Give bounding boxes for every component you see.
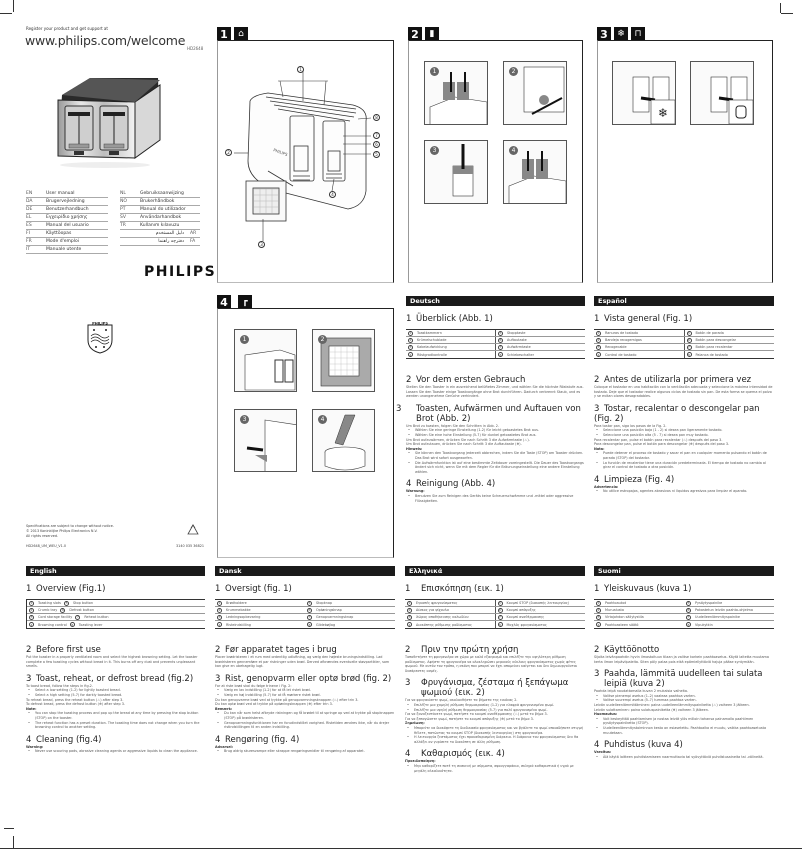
figure-2-step-4: 4	[503, 140, 567, 204]
language-it[interactable]: Manuale utente	[46, 247, 82, 252]
language-fi[interactable]: Käyttöopas	[46, 231, 72, 236]
recycle-icon	[186, 523, 200, 537]
section-header-deutsch: Deutsch	[406, 296, 585, 306]
section-header-english: English	[26, 566, 205, 576]
part-number: 3140 035 36821	[176, 544, 205, 548]
philips-logo-wordmark: PHILIPS	[144, 264, 217, 280]
figure-number: 1	[217, 27, 231, 41]
svg-text:PHILIPS: PHILIPS	[92, 322, 108, 326]
language-no[interactable]: Brukerhåndbok	[140, 199, 175, 204]
document-code: HD2648_UM_WEU_V1.0	[26, 544, 66, 548]
crop-mark	[13, 836, 14, 849]
figure-number: 4	[217, 295, 231, 309]
callout-3: 3	[258, 241, 265, 248]
figure-4-step-4: 4	[312, 409, 375, 472]
figure-2-box: 1 2 3 4	[408, 40, 583, 283]
figure-4-step-1: 1	[234, 329, 297, 392]
crop-mark	[780, 3, 781, 13]
philips-shield-icon: PHILIPS	[87, 322, 113, 354]
language-pt[interactable]: Manual do utilizador	[140, 207, 186, 212]
reheat-icon: ⊓	[631, 27, 645, 41]
model-number: HD2648	[187, 46, 204, 51]
callout-1: 1	[297, 66, 304, 73]
figure-4-header: 4 ┏	[217, 295, 252, 309]
register-text: Register your product and get support at	[26, 26, 108, 31]
section-header-dansk: Dansk	[215, 566, 395, 576]
toaster-icon: ⌂	[234, 27, 248, 41]
section-header-greek: Ελληνικά	[405, 566, 585, 576]
figure-2-header: 2 ▮	[408, 27, 439, 41]
figure-4-box: 1 2 3 4	[217, 308, 394, 558]
language-da[interactable]: Brugervejledning	[46, 199, 85, 204]
figure-3-reheat	[690, 61, 754, 125]
language-ar[interactable]: دليل المستخدم	[155, 231, 184, 236]
language-el[interactable]: Εγχειρίδιο χρήσης	[46, 215, 88, 220]
figure-1-header: 1 ⌂	[217, 27, 248, 41]
tap-icon: ┏	[238, 295, 252, 309]
callout-4: 4	[329, 191, 336, 198]
section-header-suomi: Suomi	[594, 566, 774, 576]
figure-2-step-2: 2	[503, 61, 567, 125]
language-fa[interactable]: دفترچه راهنما	[158, 239, 184, 244]
legal-notice: Specifications are subject to change wit…	[26, 524, 114, 538]
language-sv[interactable]: Användarhandbok	[140, 215, 182, 220]
callout-7: 7	[373, 132, 380, 139]
figure-3-header: 3 ❄ ⊓	[597, 27, 645, 41]
section-header-espanol: Español	[594, 296, 774, 306]
callout-2: 2	[225, 149, 232, 156]
toaster-diagram: PHILIPS	[234, 71, 372, 241]
callout-6: 6	[373, 141, 380, 148]
support-url[interactable]: www.philips.com/welcome	[25, 33, 186, 48]
product-photo-toaster	[50, 70, 165, 170]
figure-2-step-3: 3	[424, 140, 488, 204]
crop-mark	[4, 828, 14, 829]
language-nl[interactable]: Gebruiksaanwijzing	[140, 191, 184, 196]
language-de[interactable]: Benutzerhandbuch	[46, 207, 89, 212]
language-es[interactable]: Manual del usuario	[46, 223, 89, 228]
figure-2-step-1: 1	[424, 61, 488, 125]
figure-3-defrost: ❄	[612, 61, 676, 125]
callout-5: 5	[373, 151, 380, 158]
crop-mark	[781, 13, 793, 14]
language-fr[interactable]: Mode d'emploi	[46, 239, 80, 244]
figure-number: 3	[597, 27, 611, 41]
figure-number: 2	[408, 27, 422, 41]
language-tr[interactable]: Kullanım kılavuzu	[140, 223, 180, 228]
defrost-icon: ❄	[614, 27, 628, 41]
figure-4-step-2: 2	[312, 329, 375, 392]
svg-text:❄: ❄	[658, 106, 668, 120]
figure-3-box: ❄	[597, 40, 773, 283]
callout-8: 8	[373, 114, 380, 121]
figure-1-box: PHILIPS 1 2 3 4 5 6 7 8	[217, 40, 394, 283]
crop-mark	[13, 0, 14, 12]
language-en[interactable]: User manual	[46, 191, 75, 196]
bread-icon: ▮	[425, 27, 439, 41]
crop-mark	[0, 13, 12, 14]
svg-text:PHILIPS: PHILIPS	[273, 147, 289, 157]
figure-4-step-3: 3	[234, 409, 297, 472]
